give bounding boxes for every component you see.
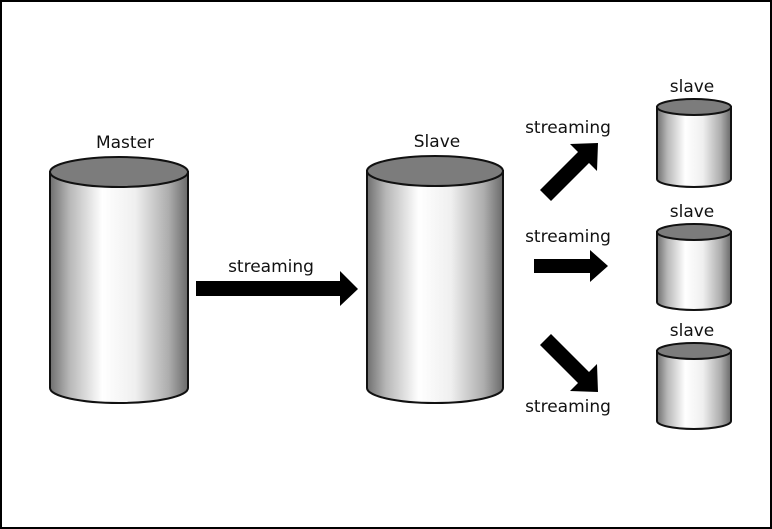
slave-3-database: [656, 342, 732, 430]
slave-1-label: slave: [670, 77, 715, 97]
slave-2-database: [656, 223, 732, 311]
slave-2-cylinder-top: [656, 223, 732, 241]
slave-1-cylinder-body: [656, 106, 732, 188]
slave-to-slave-1-label: streaming: [525, 118, 611, 138]
master-cylinder-body: [49, 171, 189, 404]
slave-to-slave-2-label: streaming: [525, 227, 611, 247]
master-label: Master: [96, 133, 154, 153]
slave-2-cylinder-body: [656, 231, 732, 311]
slave-to-slave-3-arrow: [540, 334, 598, 392]
slave-1-database: [656, 98, 732, 188]
slave-3-cylinder-top: [656, 342, 732, 360]
slave-1-cylinder-top: [656, 98, 732, 116]
slave-to-slave-2-arrow: [534, 250, 608, 282]
master-to-slave-label: streaming: [228, 257, 314, 277]
slave-3-cylinder-body: [656, 350, 732, 430]
master-cylinder-top: [49, 156, 189, 188]
slave-to-slave-1-arrow: [540, 143, 598, 201]
slave-database: [366, 155, 504, 404]
master-to-slave-arrow: [196, 271, 358, 306]
slave-cylinder-top: [366, 155, 504, 187]
slave-label: Slave: [414, 132, 460, 152]
slave-to-slave-3-label: streaming: [525, 397, 611, 417]
slave-3-label: slave: [670, 321, 715, 341]
slave-cylinder-body: [366, 170, 504, 404]
master-database: [49, 156, 189, 404]
slave-2-label: slave: [670, 202, 715, 222]
